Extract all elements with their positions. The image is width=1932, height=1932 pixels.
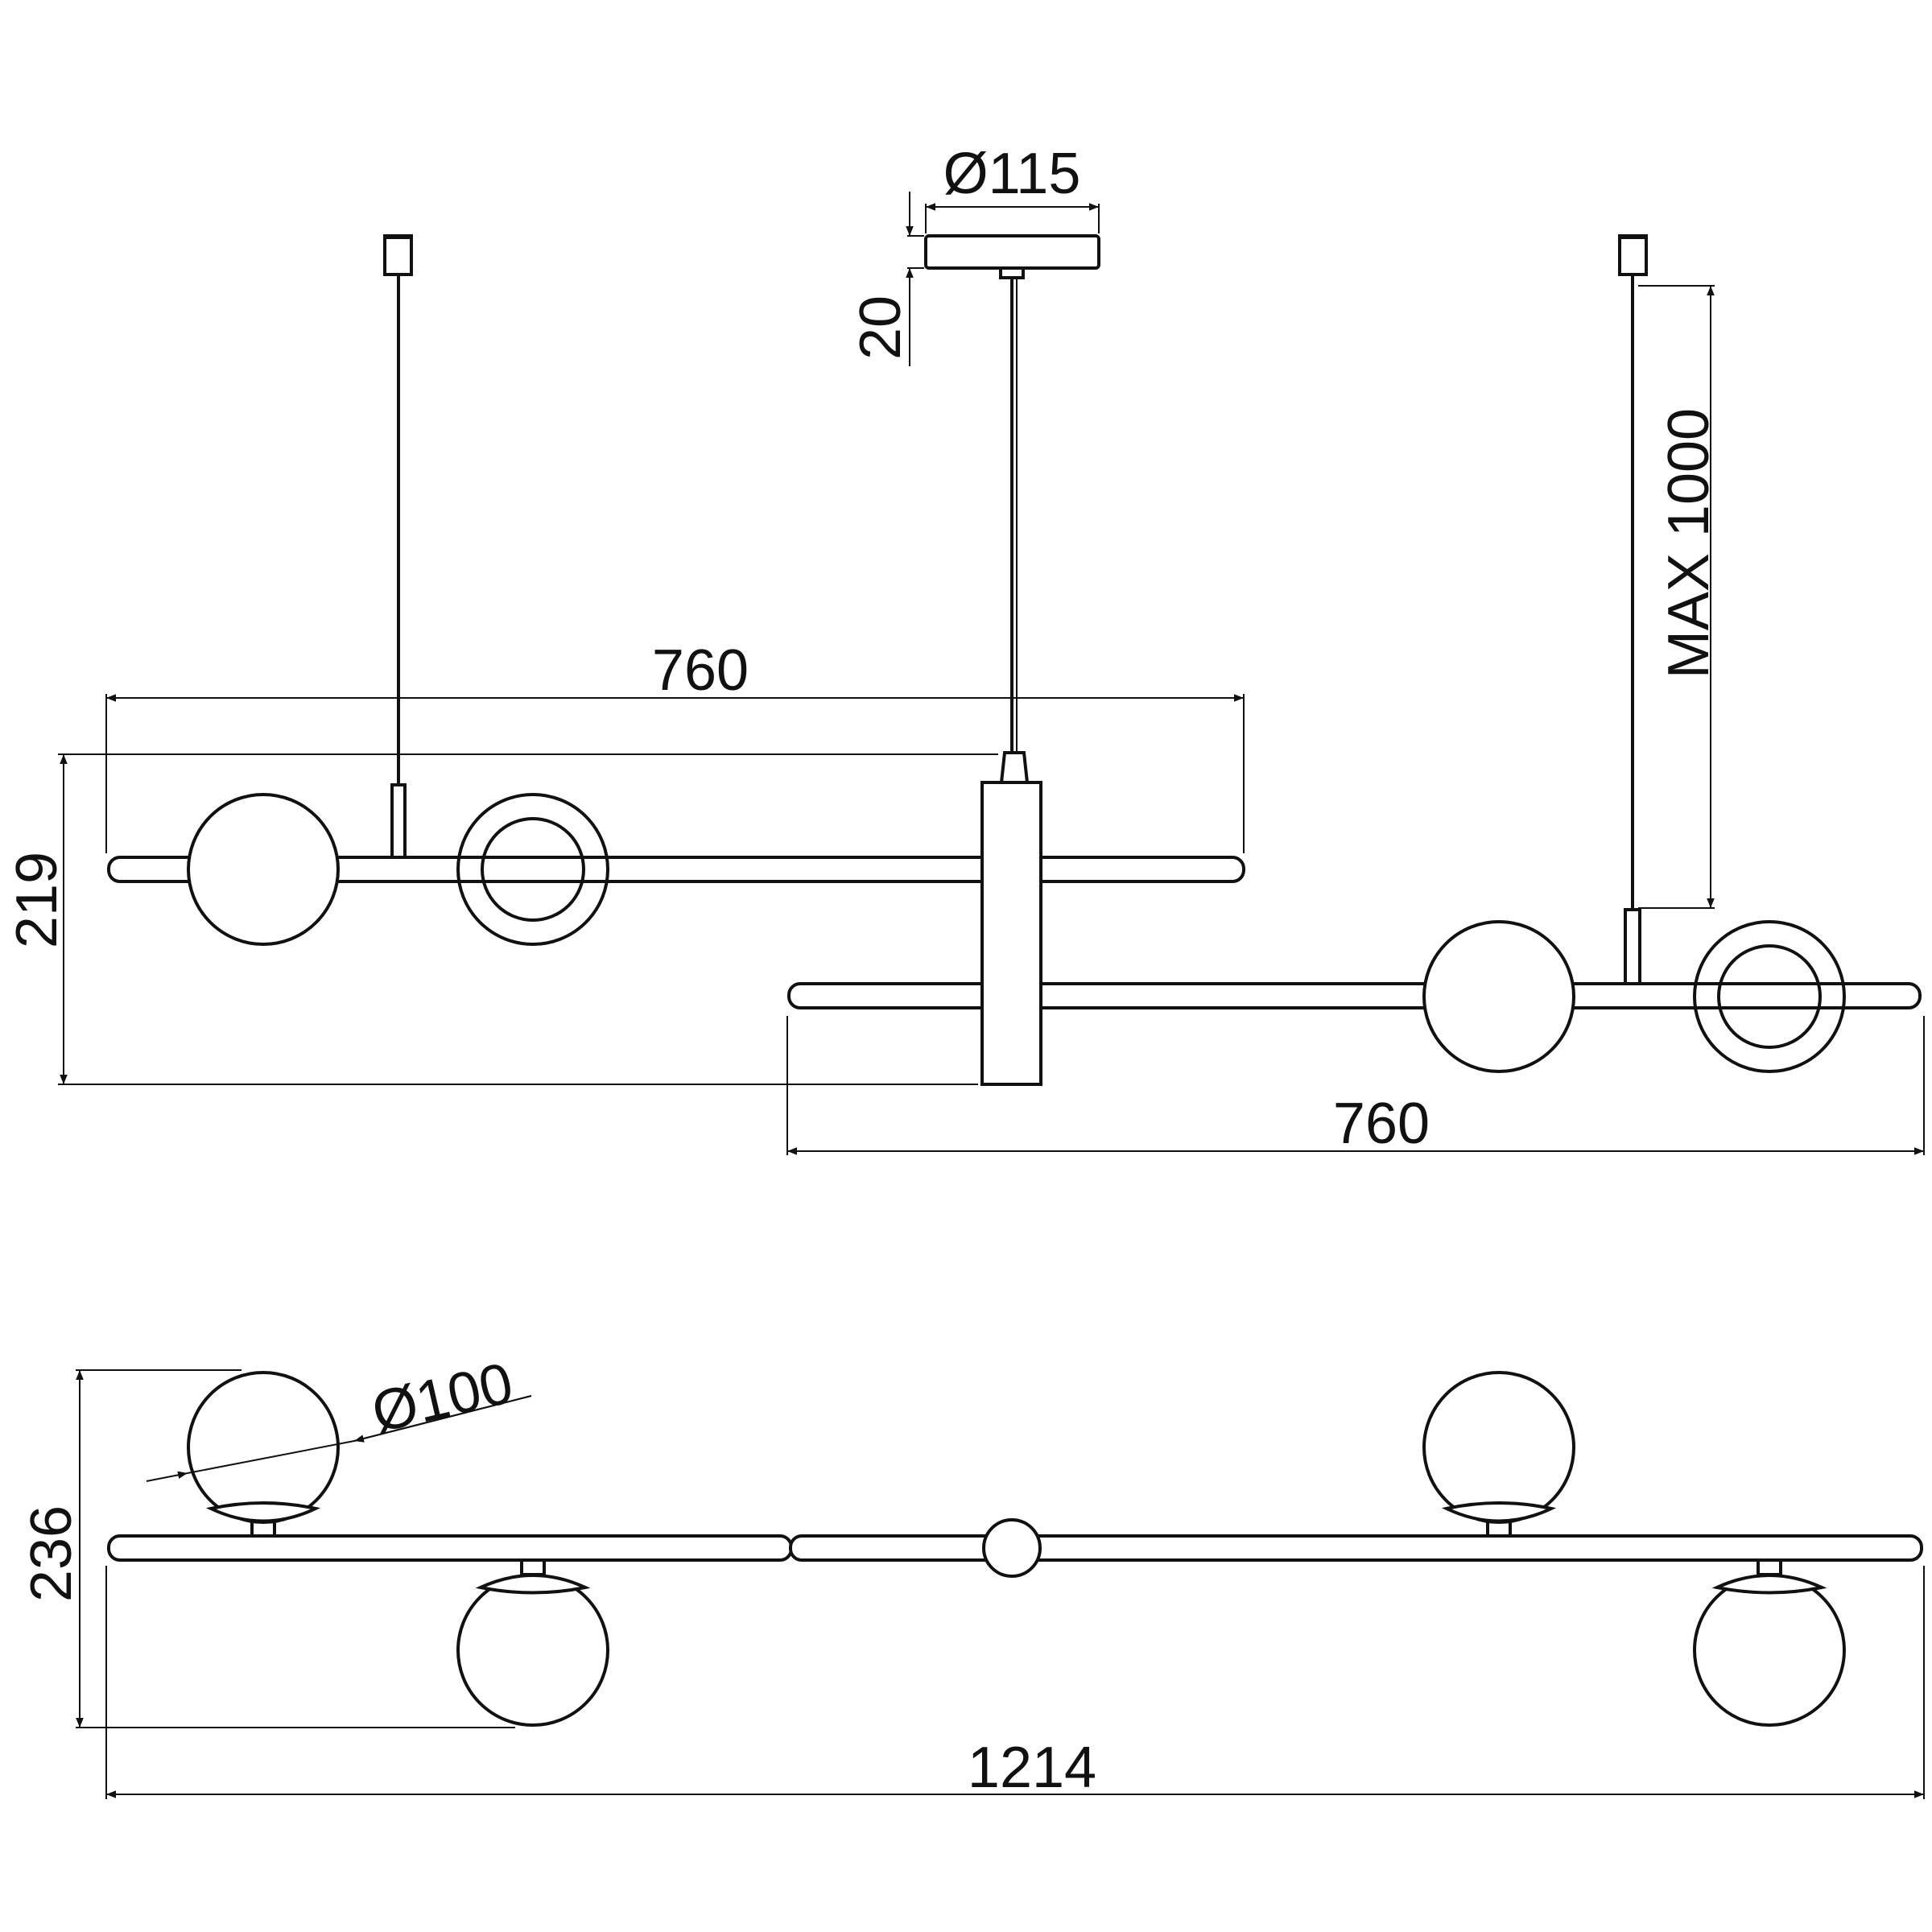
lower-globe-2-outer [1693,920,1846,1073]
lower-globe-2-inner [1717,944,1822,1049]
top-globe-2 [456,1574,609,1727]
top-view: Ø100 236 1214 [19,1351,1925,1800]
suspension-clip-left [383,234,413,276]
lower-globe-1 [1422,920,1575,1073]
top-center-canopy [982,1518,1042,1578]
canopy-height-label: 20 [848,295,913,360]
central-body [980,781,1042,1086]
canopy [924,234,1100,270]
canopy-diameter-label: Ø115 [943,142,1081,206]
top-bar-right [789,1534,1923,1562]
side-view: Ø115 20 MAX 1000 760 760 219 [5,142,1925,1156]
upper-bar-rod [390,783,407,859]
upper-globe-1 [187,793,340,946]
lower-bar-rod [1624,908,1641,985]
top-bar-left [107,1534,793,1562]
canopy-fitting [999,266,1025,279]
lower-bar-length-label: 760 [1333,1092,1430,1156]
total-length-label: 1214 [968,1736,1096,1800]
upper-bar-length-label: 760 [652,638,749,703]
top-globe-1 [187,1371,340,1524]
upper-bar [107,856,1245,883]
top-globe-4 [1693,1574,1846,1727]
suspension-clip-right [1618,234,1648,276]
top-view-height-label: 236 [19,1505,84,1602]
upper-globe-2-outer [456,793,609,946]
side-height-label: 219 [5,852,69,948]
lower-bar [787,982,1922,1009]
max-suspension-label: MAX 1000 [1657,408,1721,679]
upper-globe-2-inner [481,817,585,922]
top-globe-3 [1422,1371,1575,1524]
globe-diameter-label: Ø100 [366,1351,519,1446]
body-connector [999,751,1030,784]
